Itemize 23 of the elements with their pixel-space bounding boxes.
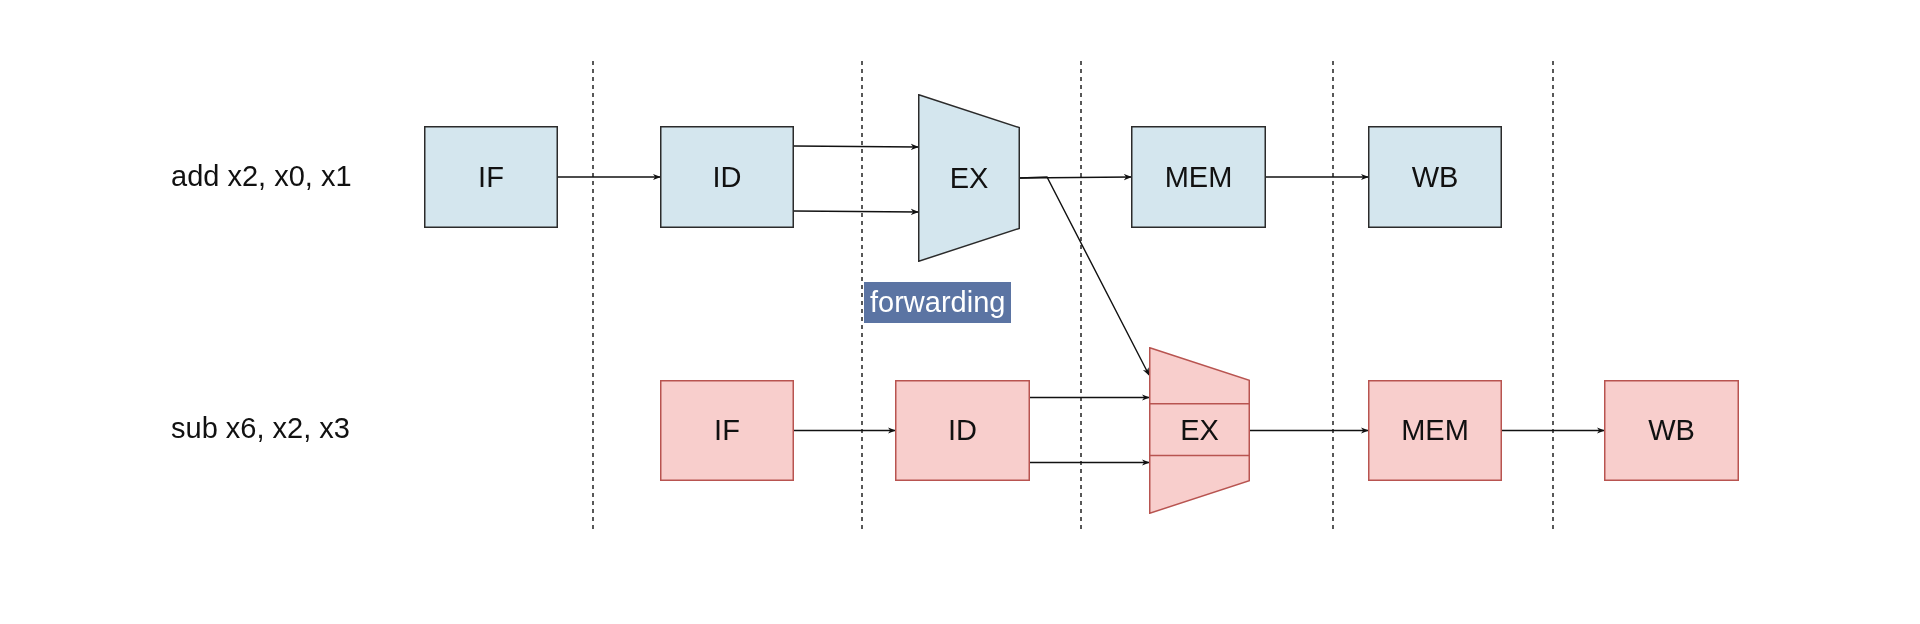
arrow (557, 173, 661, 181)
stage-box: ID (660, 126, 794, 228)
stage-box: MEM (1131, 126, 1266, 228)
arrow (1029, 394, 1150, 401)
stage-box: MEM (1368, 380, 1502, 481)
stage-box: IF (660, 380, 794, 481)
stage-box: ID (895, 380, 1030, 481)
arrow (1501, 427, 1605, 434)
arrow (1265, 173, 1369, 181)
arrow (793, 208, 919, 216)
instruction-label: add x2, x0, x1 (171, 160, 352, 193)
stage-box: IF (424, 126, 558, 228)
stage-box: WB (1368, 126, 1502, 228)
edge-label: forwarding (864, 282, 1012, 323)
alu-trapezoid: EX (1149, 347, 1250, 514)
arrow (793, 143, 919, 151)
arrow (1249, 427, 1369, 434)
arrow (1029, 459, 1150, 466)
alu-trapezoid: EX (918, 94, 1020, 262)
stage-box: WB (1604, 380, 1739, 481)
arrow (1019, 176, 1150, 376)
instruction-label: sub x6, x2, x3 (171, 412, 350, 445)
arrow (793, 427, 896, 434)
